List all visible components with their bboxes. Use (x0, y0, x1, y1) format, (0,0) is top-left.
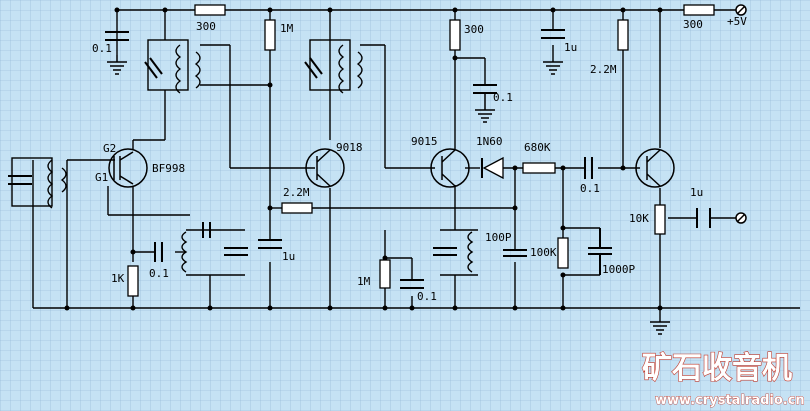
collector-tank-coil (467, 231, 474, 273)
label-c-1000p: 1000P (602, 263, 635, 276)
ground-icon (475, 93, 495, 123)
label-c-top-1u: 1u (564, 41, 577, 54)
resistor-680k (522, 162, 556, 174)
label-c-src: 0.1 (149, 267, 169, 280)
watermark-url: www.crystalradio.cn (655, 393, 805, 408)
resistor-2-2m-top (617, 19, 629, 51)
resistors (127, 4, 715, 297)
label-c-out-1u: 1u (690, 186, 703, 199)
ground-icon (543, 61, 563, 75)
label-q2-name: 9018 (336, 141, 363, 154)
label-r-1m: 1M (280, 22, 294, 35)
resistor-1m-low (379, 259, 391, 289)
ground-icon (107, 55, 127, 75)
label-q1-gate1: G1 (95, 171, 108, 184)
label-c-100p: 100P (485, 231, 512, 244)
label-c-top-left: 0.1 (92, 42, 112, 55)
label-c-couple: 0.1 (580, 182, 600, 195)
resistor-100k (557, 237, 569, 269)
diode-1n60 (481, 156, 504, 180)
transistor-bf998 (108, 148, 148, 188)
label-r-2-2m-bias: 2.2M (283, 186, 310, 199)
coils (11, 39, 474, 273)
resistor-300-mid (449, 19, 461, 51)
transistor-9018 (305, 148, 345, 188)
ground-icon (650, 321, 670, 335)
transistor-9015 (430, 148, 470, 188)
label-r-680k: 680K (524, 141, 551, 154)
resistor-1k (127, 265, 139, 297)
potentiometer-10k (654, 204, 666, 235)
label-q1-name: BF998 (152, 162, 185, 175)
terminals (735, 4, 747, 224)
label-r-1k: 1K (111, 272, 125, 285)
label-r-2-2m-top: 2.2M (590, 63, 617, 76)
label-r-1m-low: 1M (357, 275, 371, 288)
label-c-bypass-1u: 1u (282, 250, 295, 263)
label-c-mid-0-1: 0.1 (493, 91, 513, 104)
source-tank-coil (181, 231, 188, 273)
transistors (108, 148, 675, 188)
label-r-right-300: 300 (683, 18, 703, 31)
label-c-low-0-1: 0.1 (417, 290, 437, 303)
component-labels: 0.1 300 1M 300 1u 300 +5V 0.1 2.2M G2 G1… (92, 15, 747, 303)
junction-dots (64, 7, 663, 311)
resistor-1m (264, 19, 276, 51)
label-r-mid-300: 300 (464, 23, 484, 36)
tank-coil-1 (175, 44, 182, 94)
resistor-300-top (194, 4, 226, 16)
label-q1-gate2: G2 (103, 142, 116, 155)
ground-symbols (107, 55, 670, 335)
label-diode: 1N60 (476, 135, 503, 148)
label-r-100k: 100K (530, 246, 557, 259)
label-q3-name: 9015 (411, 135, 438, 148)
tank-coil-2 (338, 44, 345, 94)
transistor-output (635, 148, 675, 188)
label-pot: 10K (629, 212, 649, 225)
watermark-brand: 矿石收音机 (642, 351, 792, 386)
resistor-300-right (683, 4, 715, 16)
label-r-top-300: 300 (196, 20, 216, 33)
label-supply: +5V (727, 15, 747, 28)
resistor-2-2m-bias (281, 202, 313, 214)
